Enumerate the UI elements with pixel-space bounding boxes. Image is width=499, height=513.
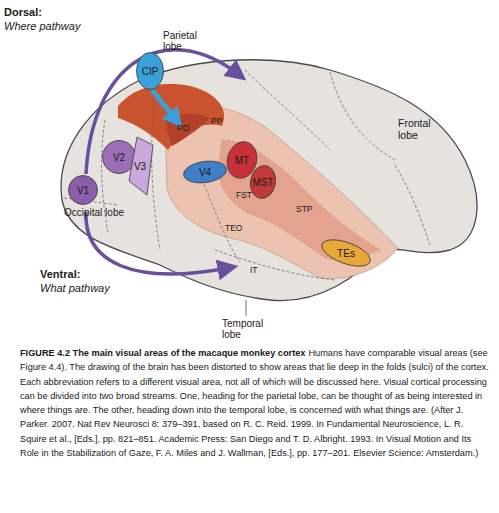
caption-text: Humans have comparable visual areas (see… (20, 348, 489, 458)
pathway-name: Where pathway (4, 20, 114, 32)
area-label: IT (250, 266, 270, 275)
area-abbreviation: V1 (77, 185, 89, 196)
area-abbreviation: TEs (337, 248, 355, 259)
area-abbreviation: CIP (142, 66, 159, 77)
area-ellipse: V4 (183, 161, 227, 183)
figure-title: FIGURE 4.2 The main visual areas of the … (20, 348, 305, 358)
area-text-box: V3 (127, 137, 153, 195)
area-abbreviation: MST (252, 177, 273, 188)
area-text-box: MST (250, 165, 276, 199)
pathway-heading: Ventral: (40, 268, 130, 280)
area-shape (318, 234, 373, 271)
area-text-box: CIP (136, 52, 164, 90)
area-shape (129, 137, 153, 195)
area-label: PP (211, 117, 233, 126)
pathway-heading: Dorsal: (4, 6, 94, 18)
dorsal-arrow (86, 50, 238, 174)
area-ellipse: CIP (136, 52, 164, 90)
ventral-arrow (86, 212, 228, 274)
area-text-box: TEs (320, 242, 372, 264)
area-abbreviation: MT (235, 155, 249, 166)
leader-line (246, 300, 247, 316)
lobe-label: Temporal lobe (222, 318, 274, 340)
area-shape (182, 159, 228, 186)
area-abbreviation: V4 (199, 167, 211, 178)
area-circle: V1 (68, 175, 98, 205)
area-label: PO (177, 124, 199, 133)
area-abbreviation: V2 (113, 152, 125, 163)
area-wedge: V3 (127, 137, 153, 195)
area-borders (64, 70, 430, 280)
area-shape (69, 176, 98, 205)
area-label: FST (236, 191, 262, 200)
cortex-outline (61, 60, 477, 301)
cip-arrow (152, 90, 176, 120)
area-ellipse: TEs (320, 242, 372, 264)
lobe-label: Parietal lobe (163, 30, 205, 52)
figure-caption: FIGURE 4.2 The main visual areas of the … (20, 346, 490, 460)
parietal-region (118, 84, 224, 150)
pathway-name: What pathway (40, 282, 150, 294)
area-text-box: V1 (68, 175, 98, 205)
area-shape (248, 164, 278, 201)
sulcus-floor (218, 140, 380, 260)
area-label: STP (296, 205, 322, 214)
sulcus-region (165, 106, 398, 279)
area-text-box: V4 (183, 161, 227, 183)
area-shape (137, 53, 164, 90)
lobe-label: Occipital lobe (64, 207, 154, 218)
area-ellipse: MST (250, 165, 276, 199)
area-shape (103, 141, 136, 174)
area-abbreviation: V3 (134, 161, 146, 172)
area-label: TEO (225, 224, 251, 233)
lobe-label: Frontal lobe (398, 118, 440, 141)
